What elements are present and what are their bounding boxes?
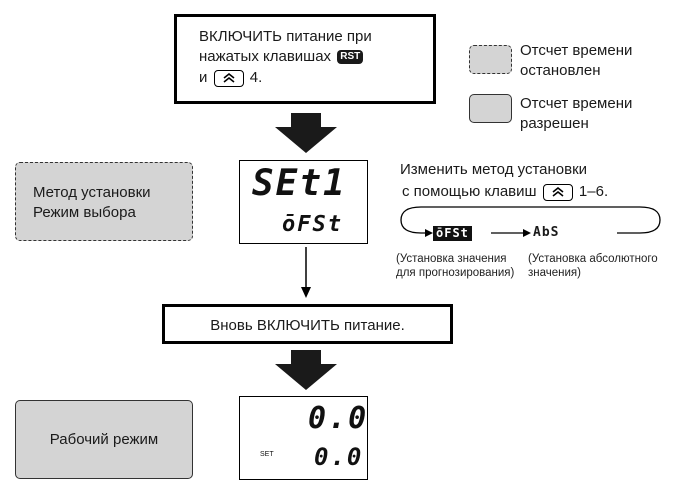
instruction-line2: с помощью клавиш 1–6. <box>402 182 608 202</box>
step1-text: ВКЛЮЧИТЬ питание при нажатых клавишах RS… <box>199 27 429 88</box>
step1-line3-prefix: и <box>199 69 208 86</box>
lcd-bottom-text: ōFSt <box>282 212 343 237</box>
run-mode-box: Рабочий режим <box>15 400 193 479</box>
mode-select-line2: Режим выбора <box>33 204 136 221</box>
lcd-display-setup: SEt1 ōFSt <box>239 160 368 244</box>
caption-predict-line2: для прогнозирования) <box>396 267 515 279</box>
lcd-set-label: SET <box>260 451 274 458</box>
caption-predict: (Установка значения для прогнозирования) <box>396 252 514 280</box>
legend-enabled-swatch <box>469 94 512 123</box>
mode-select-text: Метод установки Режим выбора <box>33 183 151 223</box>
rst-key: RST <box>337 50 364 65</box>
caption-absolute-line1: (Установка абсолютного <box>528 253 658 265</box>
step2-text: Вновь ВКЛЮЧИТЬ питание. <box>210 317 405 334</box>
down-arrow-icon <box>275 350 337 390</box>
legend-enabled-text: Отсчет времени разрешен <box>520 94 632 134</box>
instruction-text: Изменить метод установки с помощью клави… <box>400 160 608 202</box>
step1-line2-text: нажатых клавишах <box>199 48 332 65</box>
instruction-line2-suffix: 1–6. <box>578 183 609 200</box>
mode-select-box: Метод установки Режим выбора <box>15 162 193 241</box>
up-key-icon <box>213 69 244 87</box>
legend-stopped-text: Отсчет времени остановлен <box>520 41 632 81</box>
instruction-line2-prefix: с помощью клавиш <box>402 183 537 200</box>
lcd-display-run: 0.0 SET 0.0 <box>239 396 368 480</box>
cycle-loop-diagram <box>400 206 661 237</box>
thin-down-arrow-icon <box>301 247 311 298</box>
step1-line3: и 4. <box>199 68 429 88</box>
instruction-line1: Изменить метод установки <box>400 161 588 178</box>
up-key-icon <box>542 183 573 201</box>
legend-stopped-line1: Отсчет времени <box>520 42 633 59</box>
step2-box: Вновь ВКЛЮЧИТЬ питание. <box>162 304 453 344</box>
legend-enabled-line1: Отсчет времени <box>520 95 633 112</box>
mode-select-line1: Метод установки <box>33 184 151 201</box>
step1-box: ВКЛЮЧИТЬ питание при нажатых клавишах RS… <box>174 14 436 104</box>
caption-absolute-line2: значения) <box>528 267 581 279</box>
down-arrow-icon <box>275 113 337 153</box>
lcd-top-text: SEt1 <box>252 163 347 204</box>
legend-stopped-swatch <box>469 45 512 74</box>
step1-line3-suffix: 4. <box>249 69 263 86</box>
run-mode-label: Рабочий режим <box>49 431 159 448</box>
step1-line1: ВКЛЮЧИТЬ питание при <box>199 28 372 45</box>
legend-enabled-line2: разрешен <box>520 115 589 132</box>
caption-absolute: (Установка абсолютного значения) <box>528 252 658 280</box>
legend-stopped-line2: остановлен <box>520 62 601 79</box>
lcd-run-bottom: 0.0 <box>314 443 364 471</box>
option-predict: ōFSt <box>433 226 472 241</box>
caption-predict-line1: (Установка значения <box>396 253 507 265</box>
step1-line2: нажатых клавишах RST <box>199 47 429 67</box>
option-absolute: AbS <box>533 225 560 240</box>
lcd-run-top: 0.0 <box>308 401 369 436</box>
